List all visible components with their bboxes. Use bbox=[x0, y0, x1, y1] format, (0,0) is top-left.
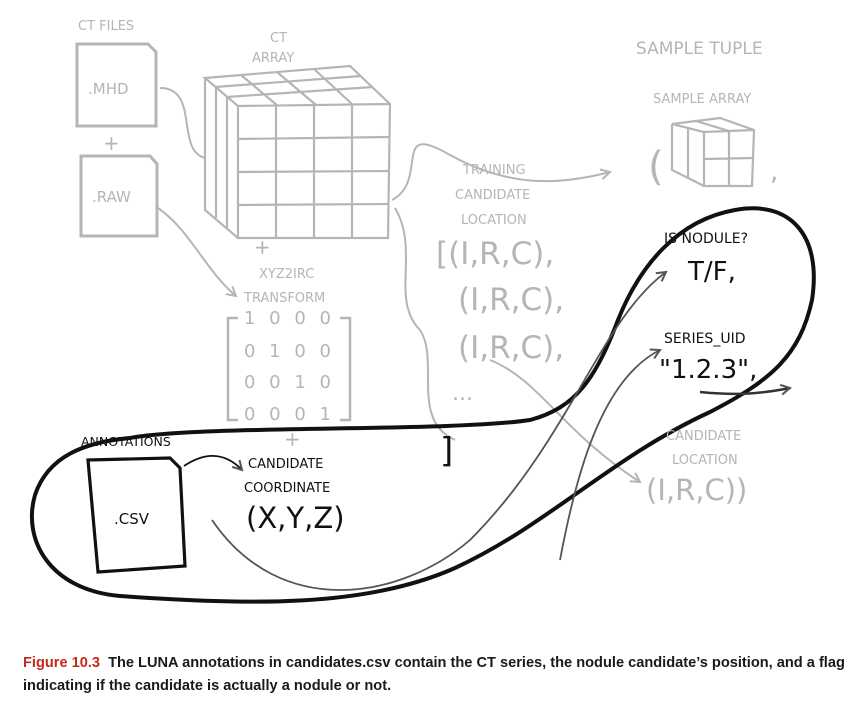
candidate-tuple-highlight-loop bbox=[29, 206, 816, 604]
mhd-file-label: .MHD bbox=[88, 80, 129, 98]
matrix-row-1: 1 0 0 0 bbox=[244, 308, 335, 329]
training-close-bracket: ] bbox=[440, 431, 453, 471]
is-nodule-label: IS NODULE? bbox=[664, 231, 748, 247]
ct-files-title: CT FILES bbox=[78, 19, 134, 34]
ct-array-plus: + bbox=[254, 235, 271, 259]
ct-array-label-line1: CT bbox=[270, 31, 287, 46]
annotations-to-coordinate-arrow bbox=[183, 455, 242, 470]
series-uid-value: "1.2.3", bbox=[659, 355, 757, 385]
mhd-file-icon bbox=[75, 42, 158, 128]
csv-to-series-uid-arrow bbox=[559, 350, 660, 561]
ct-array-label-line2: ARRAY bbox=[252, 51, 294, 66]
candidate-location-value: (I,R,C)) bbox=[646, 473, 747, 507]
training-label-line1: TRAINING bbox=[462, 163, 526, 178]
series-uid-label: SERIES_UID bbox=[664, 331, 745, 347]
training-item-2: (I,R,C), bbox=[458, 282, 564, 318]
figure-caption-text: The LUNA annotations in candidates.csv c… bbox=[23, 655, 845, 694]
csv-file-label: .CSV bbox=[114, 510, 150, 528]
array-to-training-arrow bbox=[391, 143, 610, 201]
loop-tail-arrow bbox=[699, 388, 790, 394]
figure-caption-label: Figure 10.3 bbox=[23, 655, 101, 671]
matrix-row-4: 0 0 0 1 bbox=[244, 404, 335, 425]
sample-tuple-comma: , bbox=[770, 157, 778, 187]
sample-array-label: SAMPLE ARRAY bbox=[653, 92, 751, 107]
transform-label-line2: TRANSFORM bbox=[243, 291, 325, 306]
files-to-array-connector bbox=[159, 87, 206, 159]
sample-array-cube-icon bbox=[670, 116, 756, 188]
ct-array-cube-icon bbox=[202, 64, 392, 240]
csv-file-icon bbox=[86, 456, 187, 574]
training-label-line3: LOCATION bbox=[461, 213, 527, 228]
training-item-1: [(I,R,C), bbox=[436, 236, 554, 272]
ct-files-plus: + bbox=[103, 131, 120, 155]
matrix-right-bracket bbox=[340, 316, 352, 422]
annotations-label: ANNOTATIONS bbox=[81, 434, 171, 449]
transform-plus: + bbox=[284, 427, 301, 451]
candidate-location-line2: LOCATION bbox=[672, 453, 738, 468]
matrix-row-3: 0 0 1 0 bbox=[244, 372, 335, 393]
training-curve-down bbox=[394, 207, 456, 441]
matrix-row-2: 0 1 0 0 bbox=[244, 341, 335, 362]
candidate-coordinate-value: (X,Y,Z) bbox=[246, 501, 345, 535]
candidate-location-line1: CANDIDATE bbox=[666, 429, 741, 444]
matrix-left-bracket bbox=[226, 316, 238, 422]
sample-tuple-title: SAMPLE TUPLE bbox=[636, 39, 763, 59]
training-label-line2: CANDIDATE bbox=[455, 188, 530, 203]
luna-annotation-diagram: CT FILES .MHD + .RAW CT ARRAY + XYZ2IRC … bbox=[29, 19, 816, 604]
is-nodule-value: T/F, bbox=[687, 257, 736, 287]
raw-file-label: .RAW bbox=[92, 188, 131, 206]
candidate-coordinate-line1: CANDIDATE bbox=[248, 457, 323, 472]
training-ellipsis: ... bbox=[452, 381, 473, 406]
csv-to-is-nodule-arrow bbox=[211, 272, 666, 591]
raw-to-transform-arrow bbox=[157, 207, 236, 296]
training-item-3: (I,R,C), bbox=[458, 330, 564, 366]
candidate-coordinate-line2: COORDINATE bbox=[244, 481, 330, 496]
sample-tuple-open-paren: ( bbox=[648, 144, 664, 190]
transform-label-line1: XYZ2IRC bbox=[259, 267, 314, 282]
raw-file-icon bbox=[79, 154, 159, 238]
